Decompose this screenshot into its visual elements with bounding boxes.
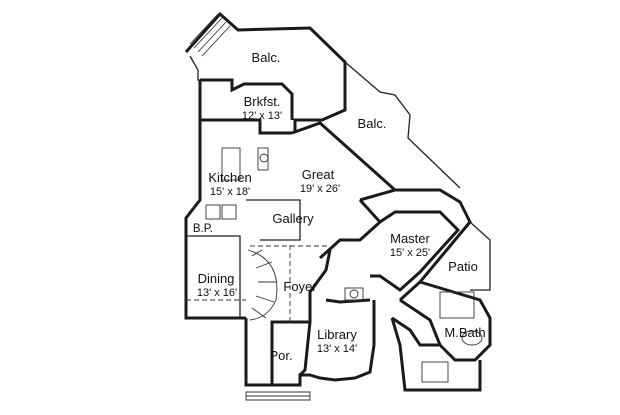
room-kitchen-name: Kitchen [208,170,251,185]
room-balc-right-name: Balc. [358,116,387,131]
room-bp-name: B.P. [193,223,213,235]
dashed-openings [186,245,330,322]
room-labels: Balc. Balc. Brkfst. 12' x 13' Kitchen 15… [193,50,486,363]
stair-top-left [189,13,231,57]
exterior-walls [184,11,492,392]
porch-steps [245,391,311,401]
room-foyer-name: Foyer [283,279,317,294]
room-dining-name: Dining [198,271,235,286]
bath-fixtures [344,287,483,383]
room-library-name: Library [317,327,357,342]
room-mbath-name: M.Bath [444,325,485,340]
room-brkfst-name: Brkfst. [244,94,281,109]
room-kitchen-dims: 15' x 18' [210,186,250,198]
room-dining-dims: 13' x 16' [197,287,237,299]
room-library-dims: 13' x 14' [317,343,357,355]
room-master-name: Master [390,231,430,246]
kitchen-fixtures [205,147,269,220]
room-gallery-name: Gallery [272,211,314,226]
room-master-dims: 15' x 25' [390,247,430,259]
room-great-dims: 19' x 26' [300,183,340,195]
room-balc-top-name: Balc. [252,50,281,65]
room-great-name: Great [302,167,335,182]
room-brkfst-dims: 12' x 13' [242,110,282,122]
room-patio-name: Patio [448,259,478,274]
spiral-stair [247,249,278,321]
room-por-name: Por. [269,348,292,363]
